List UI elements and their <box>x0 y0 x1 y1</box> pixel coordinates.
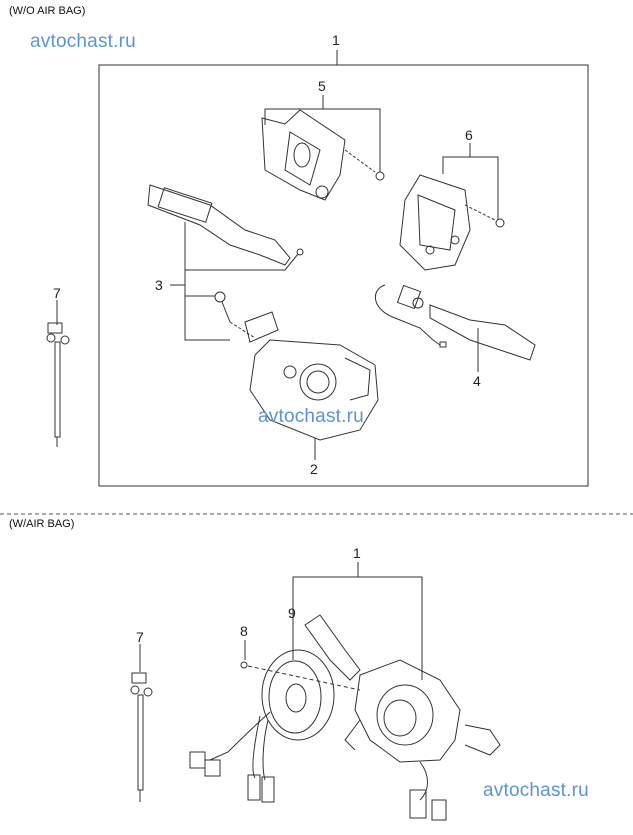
callout-5: 5 <box>318 78 326 94</box>
part-5-switch-bracket <box>261 109 385 201</box>
watermark-bottom-right: avtochast.ru <box>483 780 589 801</box>
callout-2: 2 <box>310 461 318 477</box>
bracket-1-bottom <box>292 576 423 680</box>
part-7-cable-tie-bottom <box>130 672 153 802</box>
part-4-wiper-lever <box>375 284 536 361</box>
watermark-center: avtochast.ru <box>258 406 364 427</box>
callout-9: 9 <box>288 605 296 621</box>
part-9-clock-spring <box>189 649 335 803</box>
callout-6: 6 <box>465 127 473 143</box>
part-3-lighting-lever <box>147 184 304 343</box>
section-title-without-airbag: (W/O AIR BAG) <box>9 5 86 17</box>
part-7-cable-tie <box>46 322 70 447</box>
callout-8: 8 <box>240 623 248 639</box>
screw-axis <box>247 665 361 691</box>
section-title-with-airbag: (W/AIR BAG) <box>9 518 75 530</box>
assembly-frame <box>98 64 589 487</box>
part-2-switch-body <box>249 339 379 441</box>
bracket-3-a <box>185 253 299 271</box>
callout-4: 4 <box>473 373 481 389</box>
part-1-combination-switch <box>304 614 501 821</box>
callout-1-top: 1 <box>332 32 340 48</box>
bracket-6 <box>442 156 499 220</box>
part-8-screw <box>240 661 248 669</box>
watermark-top-left: avtochast.ru <box>30 31 136 52</box>
callout-7-top: 7 <box>53 285 61 301</box>
callout-7-bottom: 7 <box>136 629 144 645</box>
bracket-3 <box>184 222 230 341</box>
part-6-switch-bracket <box>399 174 505 271</box>
callout-3: 3 <box>155 277 163 293</box>
callout-1-bottom: 1 <box>353 545 361 561</box>
